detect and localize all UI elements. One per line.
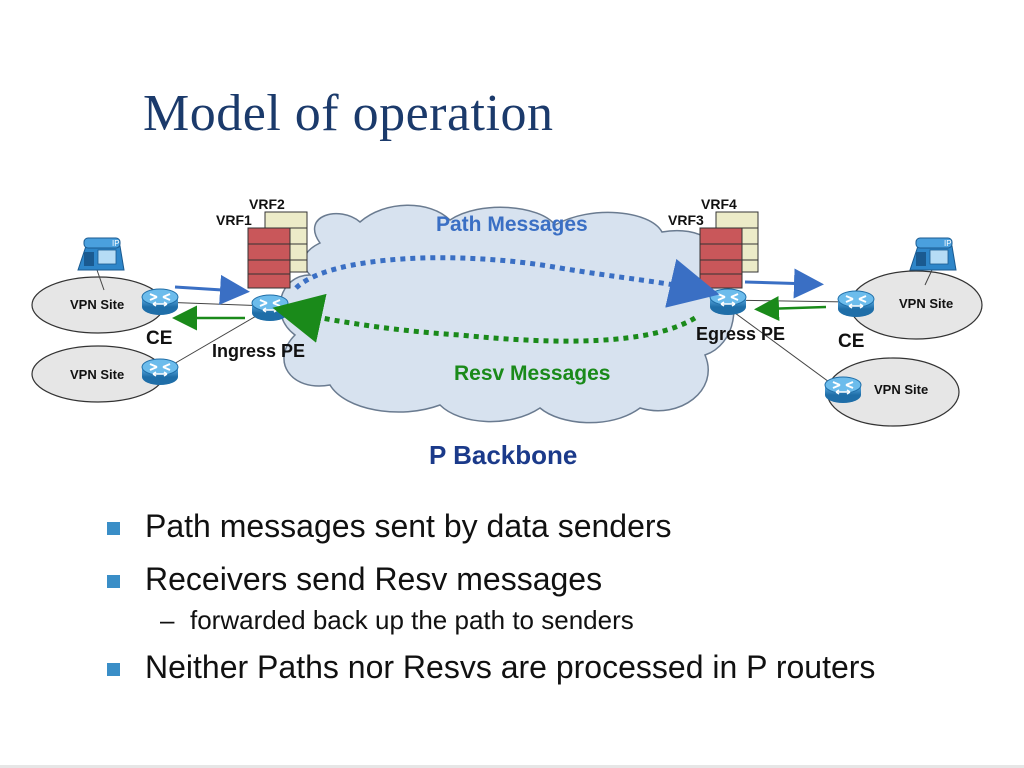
bullet-square-icon xyxy=(107,663,120,676)
bullet-item: Receivers send Resv messages xyxy=(105,561,965,598)
ce-router-right-top-icon xyxy=(837,290,875,318)
dash-icon: – xyxy=(160,605,175,635)
vrf-table-right xyxy=(699,211,759,289)
vpn-site-right-top-label: VPN Site xyxy=(899,296,953,311)
ce-router-left-top-icon xyxy=(141,288,179,316)
bullet-text: Receivers send Resv messages xyxy=(145,561,603,597)
svg-text:IP: IP xyxy=(112,239,120,248)
vrf2-label: VRF2 xyxy=(249,196,285,212)
sub-bullet-item: – forwarded back up the path to senders xyxy=(105,605,965,635)
path-messages-label: Path Messages xyxy=(436,213,588,236)
vrf3-label: VRF3 xyxy=(668,212,704,228)
svg-text:IP: IP xyxy=(944,239,952,248)
vpn-site-left-bottom-label: VPN Site xyxy=(70,367,124,382)
vpn-site-right-bottom-label: VPN Site xyxy=(874,382,928,397)
network-diagram: IP IP VRF2 VRF1 VRF4 VRF3 Path Messages … xyxy=(31,196,983,470)
ce-to-pe-arrow xyxy=(174,274,250,305)
bullet-item: Neither Paths nor Resvs are processed in… xyxy=(105,649,965,686)
p-backbone-cloud xyxy=(279,204,735,424)
ce-right-label: CE xyxy=(838,331,864,352)
bullet-text: Path messages sent by data senders xyxy=(145,508,672,544)
vrf1-label: VRF1 xyxy=(216,212,252,228)
vpn-site-left-top-label: VPN Site xyxy=(70,297,124,312)
bullet-item: Path messages sent by data senders xyxy=(105,508,965,545)
links xyxy=(96,269,933,391)
footer-rule xyxy=(0,765,1024,768)
p-backbone-label: P Backbone xyxy=(429,440,577,470)
ce-router-left-bottom-icon xyxy=(141,358,179,386)
egress-pe-router-icon xyxy=(709,288,747,316)
bullet-square-icon xyxy=(107,575,120,588)
egress-pe-label: Egress PE xyxy=(696,324,785,344)
ce-to-pe-resv-arrow xyxy=(754,296,827,322)
bullet-square-icon xyxy=(107,522,120,535)
slide-title: Model of operation xyxy=(143,85,554,142)
ingress-pe-label: Ingress PE xyxy=(212,341,305,361)
resv-messages-label: Resv Messages xyxy=(454,362,610,385)
sub-bullet-text: forwarded back up the path to senders xyxy=(190,605,634,635)
vrf-table-left xyxy=(247,211,308,289)
path-messages-arrow xyxy=(294,255,720,308)
resv-messages-arrow xyxy=(272,293,697,344)
ip-phone-right-icon: IP xyxy=(909,237,957,271)
ce-left-label: CE xyxy=(146,328,172,349)
vrf4-label: VRF4 xyxy=(701,196,737,212)
ingress-pe-router-icon xyxy=(251,294,289,322)
pe-to-ce-path-arrow xyxy=(744,268,824,299)
bullet-text: Neither Paths nor Resvs are processed in… xyxy=(145,649,876,685)
bullet-list: Path messages sent by data senders Recei… xyxy=(105,508,965,702)
ce-router-right-bottom-icon xyxy=(824,376,862,404)
ip-phone-left-icon: IP xyxy=(77,237,125,271)
